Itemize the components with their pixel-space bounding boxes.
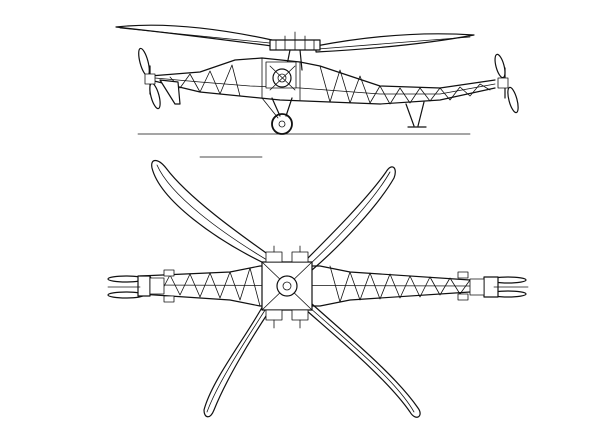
rotor-blade-lower-left [203, 303, 271, 418]
right-propeller-side [494, 53, 519, 114]
rotor-blade-lower-right [305, 303, 421, 418]
rotor-blade-upper-right [303, 166, 396, 271]
main-rotor-side [115, 24, 475, 71]
tail-fin-side [159, 79, 181, 105]
rotor-blade-upper-left [151, 159, 277, 267]
left-propeller-side [138, 47, 161, 110]
fuselage-truss-side [149, 57, 496, 105]
landing-gear-side [261, 97, 427, 135]
rotor-blades-plan [151, 159, 421, 418]
main-wheel [271, 113, 293, 135]
plan-view [107, 159, 529, 418]
right-propeller-plan [469, 276, 529, 298]
side-elevation-view [115, 24, 519, 158]
left-propeller-plan [107, 275, 165, 299]
fuselage-truss-plan [139, 245, 471, 329]
tail-surfaces-plan [163, 269, 469, 303]
